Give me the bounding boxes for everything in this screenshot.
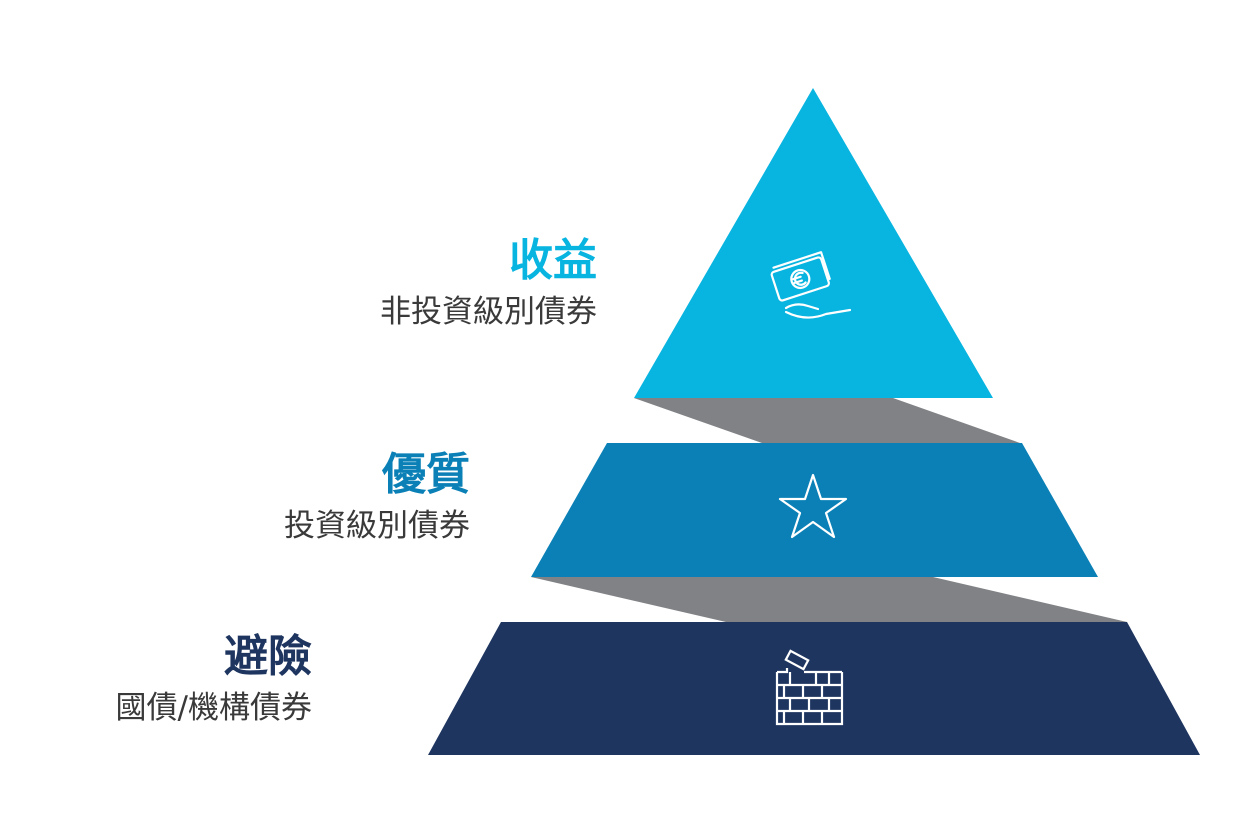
tier-label-middle: 優質 投資級別債券: [284, 450, 470, 546]
money-hand-icon: [770, 251, 852, 319]
tier-title: 優質: [382, 449, 470, 500]
tier-subtitle: 非投資級別債券: [380, 294, 597, 330]
tier-subtitle: 投資級別債券: [284, 508, 470, 544]
brick-wall-icon: [775, 649, 844, 726]
tier-label-top: 收益 非投資級別債券: [380, 236, 597, 332]
tier-title: 避險: [224, 631, 312, 682]
tier-label-bottom: 避險 國債/機構債券: [116, 632, 312, 728]
connector-upper: [634, 398, 1020, 443]
star-icon: [778, 473, 848, 539]
tier-top-triangle: [634, 88, 993, 398]
connector-lower: [531, 577, 1127, 622]
tier-middle-band: [531, 443, 1098, 577]
tier-subtitle: 國債/機構債券: [115, 690, 312, 726]
tier-bottom-band: [428, 622, 1200, 755]
tier-title: 收益: [509, 235, 597, 286]
